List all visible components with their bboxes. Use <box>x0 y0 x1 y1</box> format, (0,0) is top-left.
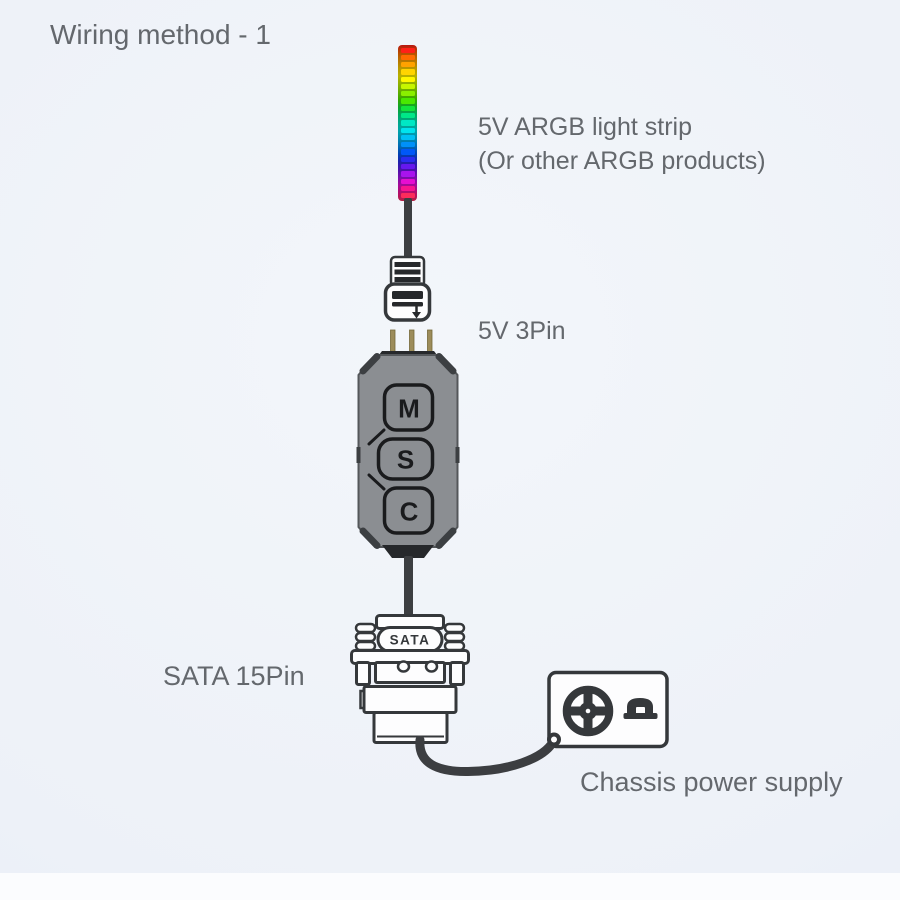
strip-segment <box>400 171 415 177</box>
psu-label: Chassis power supply <box>580 767 843 797</box>
strip-segment <box>400 69 415 75</box>
fan-icon <box>562 685 614 737</box>
strip-segment <box>400 127 415 133</box>
power-socket-icon <box>623 698 658 719</box>
psu-cable <box>415 735 558 777</box>
strip-segment <box>400 164 415 170</box>
strip-segment <box>400 54 415 61</box>
button-c: C <box>367 473 435 535</box>
strip-segment <box>400 149 415 155</box>
strip-segment <box>400 76 415 82</box>
button-c-label: C <box>400 497 419 527</box>
argb-strip <box>398 45 417 201</box>
strip-segment <box>400 105 415 112</box>
strip-segment <box>400 134 415 141</box>
pin-header-label: 5V 3Pin <box>478 317 566 345</box>
strip-segment <box>400 185 415 192</box>
argb-strip-label-line2: (Or other ARGB products) <box>478 147 766 175</box>
sata-female-connector <box>359 685 458 744</box>
sata-connector-label: SATA <box>390 633 431 648</box>
button-s-label: S <box>397 445 414 475</box>
argb-header-pins <box>390 329 433 354</box>
argb-strip-label: 5V ARGB light strip (Or other ARGB produ… <box>478 110 766 178</box>
spring-coils <box>354 622 466 652</box>
controller-cable <box>404 556 413 618</box>
strip-segment <box>400 98 415 104</box>
button-s: S <box>376 437 435 481</box>
argb-3pin-plug <box>383 255 432 322</box>
sata-15pin-label: SATA 15Pin <box>163 661 305 691</box>
strip-segment <box>400 83 415 90</box>
page-title: Wiring method - 1 <box>50 19 271 50</box>
pin <box>427 329 433 354</box>
pin <box>390 329 396 354</box>
strip-segment <box>400 113 415 119</box>
strip-segment <box>400 193 415 199</box>
button-m: M <box>367 383 435 446</box>
button-m-label: M <box>398 394 420 424</box>
power-supply <box>547 670 669 749</box>
strip-segment <box>400 120 415 126</box>
strip-segment <box>400 178 415 184</box>
pin <box>409 329 415 354</box>
strip-segment <box>400 47 415 53</box>
argb-controller: M S C <box>356 351 460 558</box>
strip-segment <box>400 62 415 68</box>
strip-segment <box>400 142 415 148</box>
strip-segment <box>400 156 415 162</box>
bottom-band <box>0 873 900 900</box>
sata-male-connector: SATA <box>350 614 470 686</box>
strip-segment <box>400 91 415 97</box>
strip-cable <box>404 198 412 264</box>
argb-strip-label-line1: 5V ARGB light strip <box>478 113 692 141</box>
down-arrow-icon <box>412 306 421 319</box>
